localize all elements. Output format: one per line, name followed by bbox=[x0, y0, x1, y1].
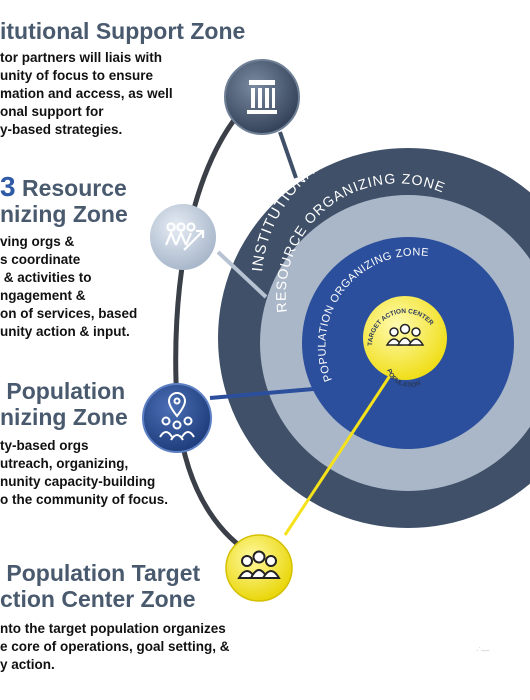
target-title: Population Target ction Center Zone bbox=[0, 560, 201, 612]
population-body: ty-based orgs utreach, organizing, nunit… bbox=[0, 438, 169, 507]
footer-mark: ·˙— bbox=[476, 646, 490, 655]
target-icon-circle bbox=[225, 534, 293, 602]
timeline-curve bbox=[173, 90, 262, 561]
resource-body: ving orgs & s coordinate & activities to… bbox=[0, 234, 138, 339]
people-group-icon bbox=[385, 323, 425, 346]
population-connector bbox=[209, 386, 326, 400]
population-icon-circle bbox=[142, 383, 212, 453]
institutional-connector bbox=[278, 131, 298, 179]
institutional-title: itutional Support Zone bbox=[0, 18, 246, 44]
building-icon bbox=[247, 80, 277, 114]
target-body: nto the target population organizes e co… bbox=[0, 621, 230, 672]
institutional-body: tor partners will liais with unity of fo… bbox=[0, 50, 173, 137]
resource-connector bbox=[216, 250, 268, 299]
people-group-icon bbox=[237, 550, 281, 579]
growth-team-icon bbox=[164, 222, 205, 251]
resource-number: 3 bbox=[0, 171, 16, 202]
target-connector bbox=[283, 367, 397, 536]
resource-title: 3 Resource nizing Zone bbox=[0, 171, 128, 228]
location-group-icon bbox=[159, 392, 195, 441]
population-title: Population nizing Zone bbox=[0, 378, 128, 430]
